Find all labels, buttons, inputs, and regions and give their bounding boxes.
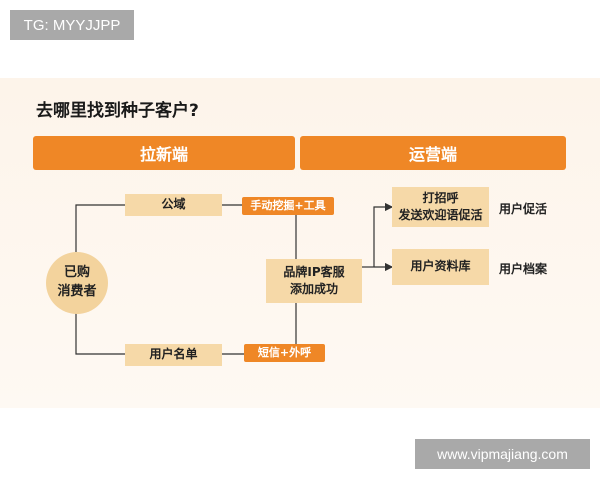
site-watermark: www.vipmajiang.com (415, 439, 590, 469)
consumer-line-2: 消费者 (57, 284, 97, 299)
consumer-line-1: 已购 (63, 265, 90, 281)
line-consumer-to-public (75, 204, 125, 252)
user-db-node: 用户资料库 (392, 249, 489, 285)
greet-node: 打招呼 发送欢迎语促活 (392, 187, 489, 227)
consumer-node: 已购 消费者 (46, 252, 108, 314)
brand-ip-line-1: 品牌IP客服 (283, 264, 345, 279)
line-branch-up (373, 202, 394, 267)
header-operations: 运营端 (300, 136, 566, 170)
result-archive: 用户档案 (499, 262, 548, 276)
tg-badge: TG: MYYJJPP (10, 10, 134, 40)
brand-ip-line-2: 添加成功 (289, 282, 338, 296)
line-consumer-to-list (75, 310, 125, 355)
public-domain-node: 公域 (125, 194, 222, 216)
result-promote: 用户促活 (499, 202, 548, 216)
greet-line-1: 打招呼 (422, 190, 459, 205)
user-list-node: 用户名单 (125, 344, 222, 366)
sms-call-tag: 短信+外呼 (244, 344, 325, 362)
brand-ip-node: 品牌IP客服 添加成功 (266, 259, 362, 303)
manual-tools-tag: 手动挖掘+工具 (242, 197, 334, 215)
greet-line-2: 发送欢迎语促活 (398, 208, 483, 222)
diagram-title: 去哪里找到种子客户? (36, 101, 199, 121)
header-acquisition: 拉新端 (33, 136, 295, 170)
